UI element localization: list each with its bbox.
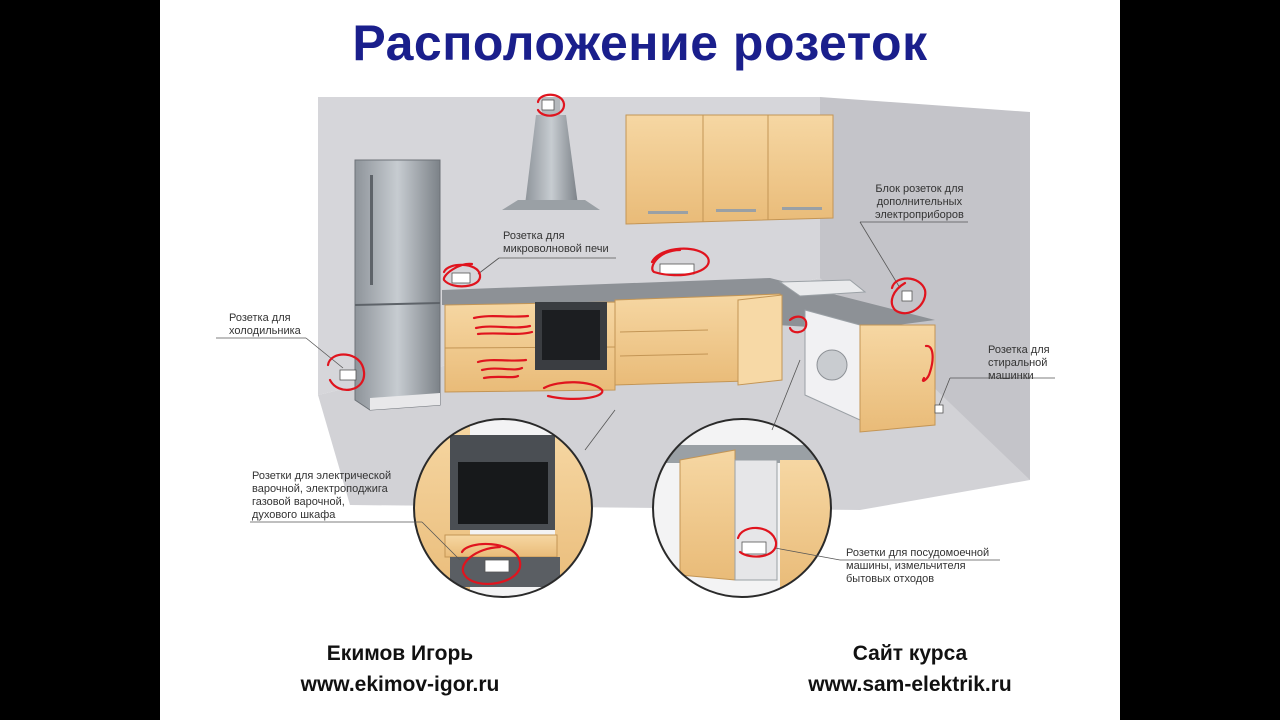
- course-credit: Сайт курса www.sam-elektrik.ru: [750, 638, 1070, 700]
- author-credit: Екимов Игорь www.ekimov-igor.ru: [240, 638, 560, 700]
- upper-cabinets: [625, 114, 834, 225]
- slide: Расположение розеток: [160, 0, 1120, 720]
- zoom-dishwasher: [653, 419, 831, 597]
- callout-lines: [216, 221, 1055, 561]
- label-extra-sockets-block: Блок розеток для дополнительных электроп…: [875, 183, 964, 221]
- course-label: Сайт курса: [852, 642, 968, 665]
- lower-cabinets: [442, 278, 936, 433]
- label-fridge-socket: Розетка для холодильника: [229, 312, 301, 337]
- slide-title: Расположение розеток: [352, 15, 928, 71]
- label-hob-oven-sockets: Розетки для электрической варочной, элек…: [252, 470, 392, 521]
- zoom-oven: [414, 419, 592, 597]
- kitchen-illustration: [216, 93, 1055, 598]
- label-washer-socket: Розетка для стиральной машинки: [988, 344, 1050, 382]
- highlight-markers: [326, 93, 934, 585]
- label-microwave-socket: Розетка для микроволновой печи: [503, 230, 609, 255]
- author-name: Екимов Игорь: [326, 642, 474, 665]
- range-hood: [502, 97, 600, 210]
- course-website[interactable]: www.sam-elektrik.ru: [808, 673, 1012, 696]
- refrigerator: [354, 159, 441, 411]
- author-website[interactable]: www.ekimov-igor.ru: [300, 673, 500, 696]
- label-dishwasher-sockets: Розетки для посудомоечной машины, измель…: [846, 547, 990, 585]
- socket-icons: [339, 99, 944, 573]
